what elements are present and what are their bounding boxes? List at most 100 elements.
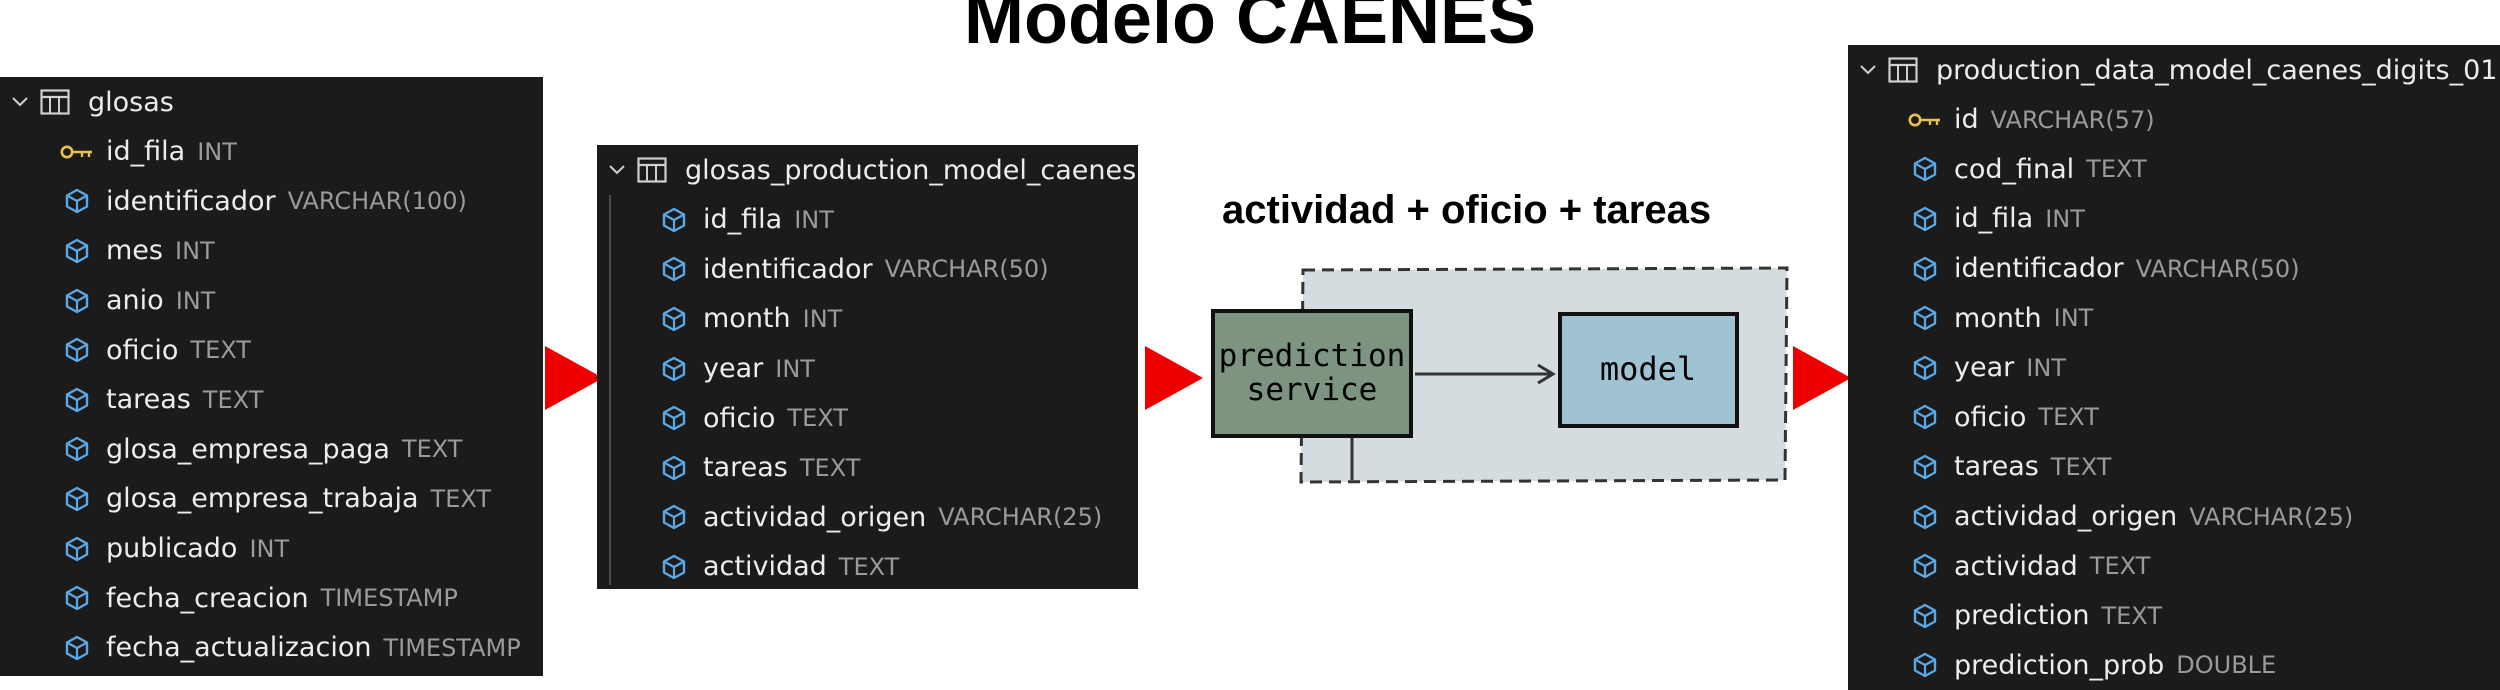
- table-column-row[interactable]: prediction TEXT: [1848, 591, 2500, 641]
- column-type: VARCHAR(25): [2189, 502, 2354, 531]
- table-icon: [1888, 57, 1922, 83]
- table-header[interactable]: glosas_production_model_caenes: [597, 145, 1138, 195]
- arrow-right-icon: [1793, 346, 1851, 410]
- column-name: tareas: [1954, 451, 2039, 483]
- column-name: glosa_empresa_trabaja: [106, 483, 419, 515]
- column-type: VARCHAR(100): [287, 187, 467, 216]
- column-icon: [657, 206, 691, 234]
- column-name: id_fila: [1954, 203, 2034, 235]
- column-name: actividad: [703, 551, 827, 583]
- column-name: glosa_empresa_paga: [106, 433, 390, 465]
- table-column-row[interactable]: tareas TEXT: [597, 443, 1138, 493]
- column-type: INT: [2045, 204, 2085, 233]
- table-column-row[interactable]: glosa_empresa_trabaja TEXT: [0, 474, 543, 524]
- key-icon: [1908, 111, 1942, 129]
- column-icon: [1908, 205, 1942, 233]
- column-name: publicado: [106, 533, 238, 565]
- column-icon: [1908, 552, 1942, 580]
- column-type: INT: [775, 354, 815, 383]
- model-label: model: [1600, 350, 1696, 388]
- column-type: INT: [802, 304, 843, 333]
- table-column-row[interactable]: id_fila INT: [597, 195, 1138, 245]
- table-column-row[interactable]: identificador VARCHAR(50): [597, 245, 1138, 295]
- column-name: id_fila: [703, 204, 783, 236]
- column-name: fecha_actualizacion: [106, 632, 372, 664]
- tree-guide: [609, 195, 611, 585]
- column-type: TEXT: [2050, 452, 2112, 481]
- column-type: TIMESTAMP: [383, 633, 521, 662]
- column-type: INT: [794, 205, 834, 234]
- service-input-label: actividad + oficio + tareas: [1222, 188, 1712, 232]
- column-name: fecha_creacion: [106, 582, 309, 614]
- column-icon: [1908, 651, 1942, 679]
- column-name: tareas: [703, 452, 788, 484]
- table-header[interactable]: production_data_model_caenes_digits_01: [1848, 45, 2500, 95]
- column-type: VARCHAR(50): [884, 255, 1049, 284]
- column-name: year: [703, 353, 764, 385]
- column-type: TEXT: [430, 484, 492, 513]
- table-column-row[interactable]: glosa_empresa_paga TEXT: [0, 425, 543, 475]
- column-type: INT: [175, 286, 216, 315]
- column-name: mes: [106, 235, 163, 267]
- model-box: [1558, 312, 1739, 428]
- column-type: TEXT: [799, 453, 861, 482]
- column-name: id_fila: [106, 136, 186, 168]
- table-header[interactable]: glosas: [0, 77, 543, 127]
- column-icon: [60, 237, 94, 265]
- table-column-row[interactable]: year INT: [597, 344, 1138, 394]
- column-type: INT: [2053, 304, 2094, 333]
- column-icon: [1908, 602, 1942, 630]
- chevron-down-icon[interactable]: [597, 164, 637, 176]
- chevron-down-icon[interactable]: [1848, 64, 1888, 76]
- table-column-row[interactable]: fecha_actualizacion TIMESTAMP: [0, 623, 543, 673]
- column-name: month: [1954, 302, 2042, 334]
- column-name: identificador: [1954, 253, 2124, 285]
- column-icon: [60, 187, 94, 215]
- chevron-down-icon[interactable]: [0, 96, 40, 108]
- table-production-data-model-caenes-digits-01: production_data_model_caenes_digits_01 i…: [1848, 45, 2500, 690]
- column-name: identificador: [703, 253, 873, 285]
- column-type: TEXT: [202, 385, 264, 414]
- table-name: glosas: [88, 86, 174, 118]
- column-icon: [657, 305, 691, 333]
- column-name: actividad: [1954, 550, 2078, 582]
- column-icon: [60, 634, 94, 662]
- column-type: TEXT: [401, 435, 463, 464]
- table-column-row[interactable]: month INT: [1848, 293, 2500, 343]
- column-type: TEXT: [190, 336, 251, 365]
- table-column-row[interactable]: publicado INT: [0, 524, 543, 574]
- column-type: INT: [249, 534, 290, 563]
- column-icon: [1908, 354, 1942, 382]
- column-icon: [60, 485, 94, 513]
- column-name: oficio: [106, 334, 179, 366]
- table-column-row[interactable]: oficio TEXT: [0, 325, 543, 375]
- column-name: cod_final: [1954, 153, 2075, 185]
- column-name: id: [1954, 104, 1979, 136]
- table-column-row[interactable]: tareas TEXT: [1848, 442, 2500, 492]
- column-icon: [60, 336, 94, 364]
- column-name: prediction: [1954, 600, 2090, 632]
- table-column-row[interactable]: id_fila INT: [1848, 194, 2500, 244]
- column-type: TEXT: [2101, 601, 2162, 630]
